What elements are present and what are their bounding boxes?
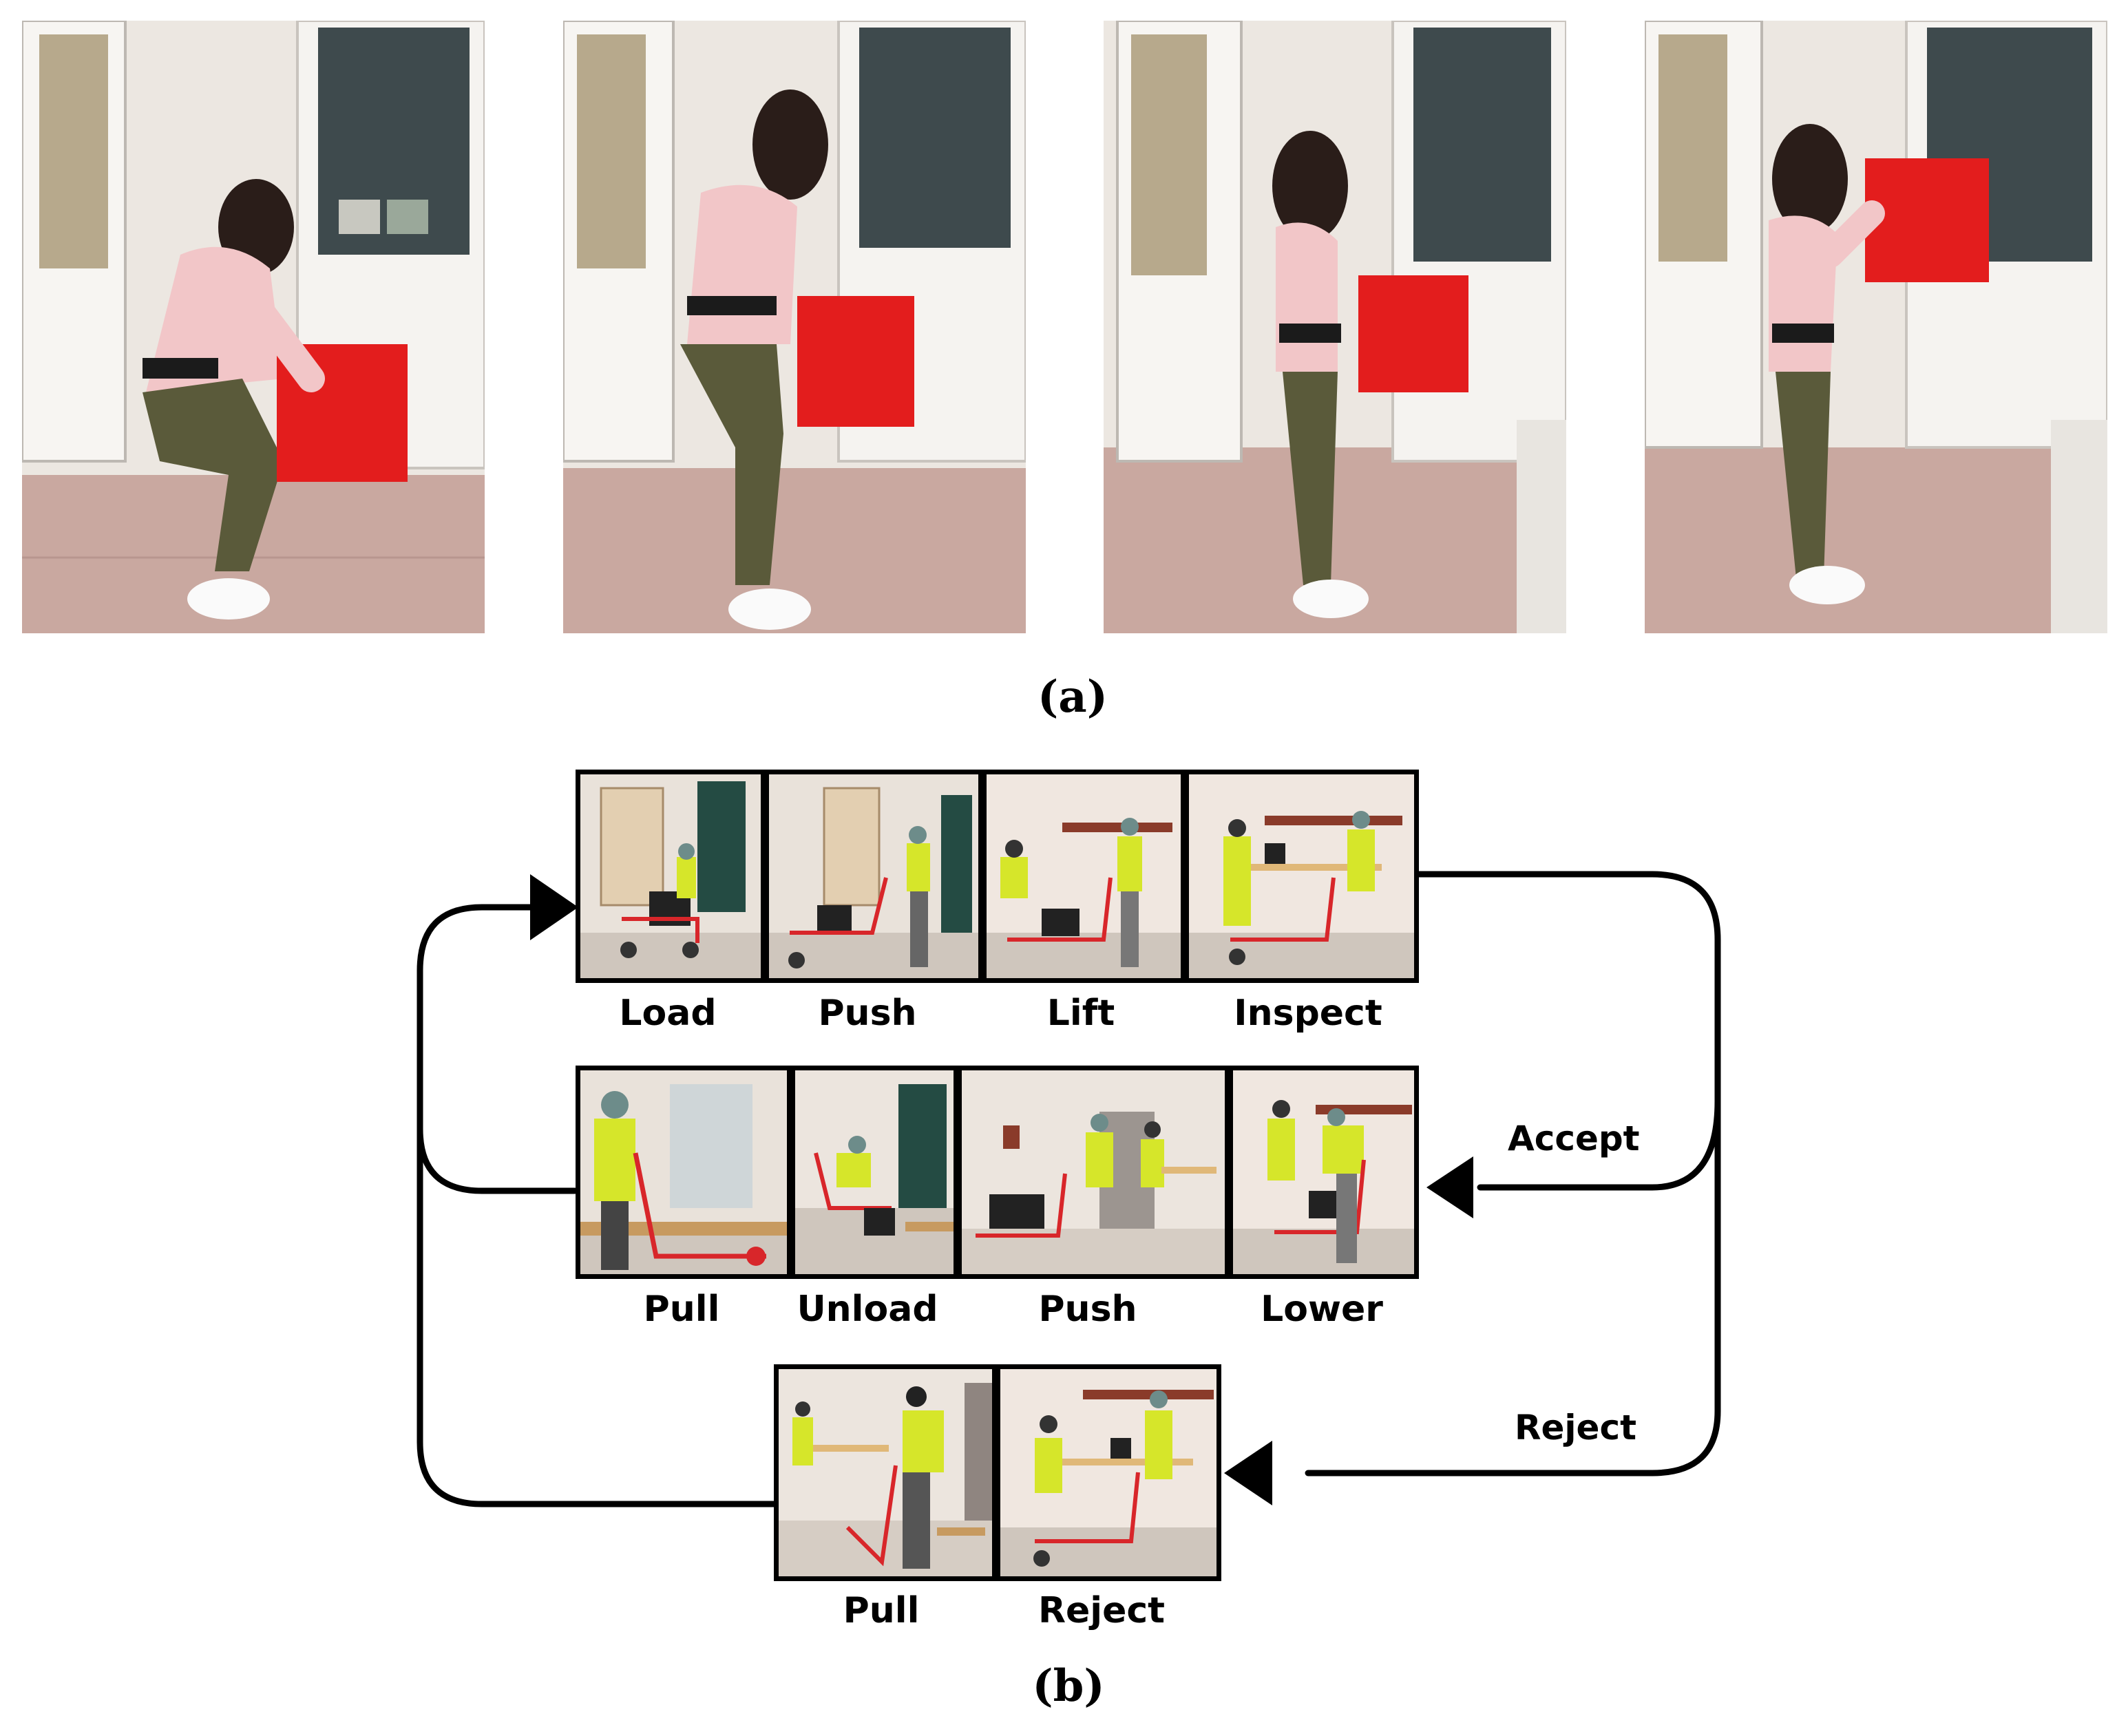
panel-b-label: (b)	[1032, 1660, 1105, 1712]
branch-label-reject: Reject	[1515, 1408, 1637, 1448]
step-label-reject: Reject	[1038, 1590, 1166, 1631]
step-label-lift: Lift	[1046, 993, 1115, 1034]
step-image-pull	[580, 1070, 787, 1274]
row1-strip	[576, 770, 1419, 983]
step-label-push-2: Push	[1038, 1289, 1137, 1330]
step-label-pull: Pull	[643, 1289, 720, 1330]
step-image-inspect	[1185, 774, 1414, 978]
step-label-lower: Lower	[1261, 1289, 1383, 1330]
photo-frame-rising-lift	[563, 21, 1026, 633]
row2-strip	[576, 1066, 1419, 1279]
arrow-into-lower-icon	[1426, 1156, 1473, 1218]
step-label-unload: Unload	[797, 1289, 938, 1330]
step-image-reject	[996, 1369, 1217, 1576]
step-label-inspect: Inspect	[1234, 993, 1382, 1034]
step-image-lower	[1229, 1070, 1414, 1274]
photo-frame-upright-carry	[1104, 21, 1566, 633]
step-label-pull-reject-path: Pull	[843, 1590, 920, 1631]
arrow-into-reject-icon	[1224, 1441, 1272, 1505]
step-image-lift	[982, 774, 1181, 978]
branch-label-accept: Accept	[1508, 1119, 1640, 1158]
step-image-pull-reject-path	[779, 1369, 992, 1576]
step-image-push	[765, 774, 978, 978]
step-label-load: Load	[619, 993, 717, 1034]
photo-frame-squat-grasp	[22, 21, 485, 633]
row3-strip	[774, 1364, 1221, 1581]
step-image-push-2	[958, 1070, 1225, 1274]
panel-a-label: (a)	[1037, 671, 1108, 723]
step-image-unload	[791, 1070, 954, 1274]
photo-frame-overhead-raise	[1645, 21, 2107, 633]
step-image-load	[580, 774, 761, 978]
arrow-into-load-icon	[530, 874, 578, 940]
step-label-push: Push	[818, 993, 917, 1034]
